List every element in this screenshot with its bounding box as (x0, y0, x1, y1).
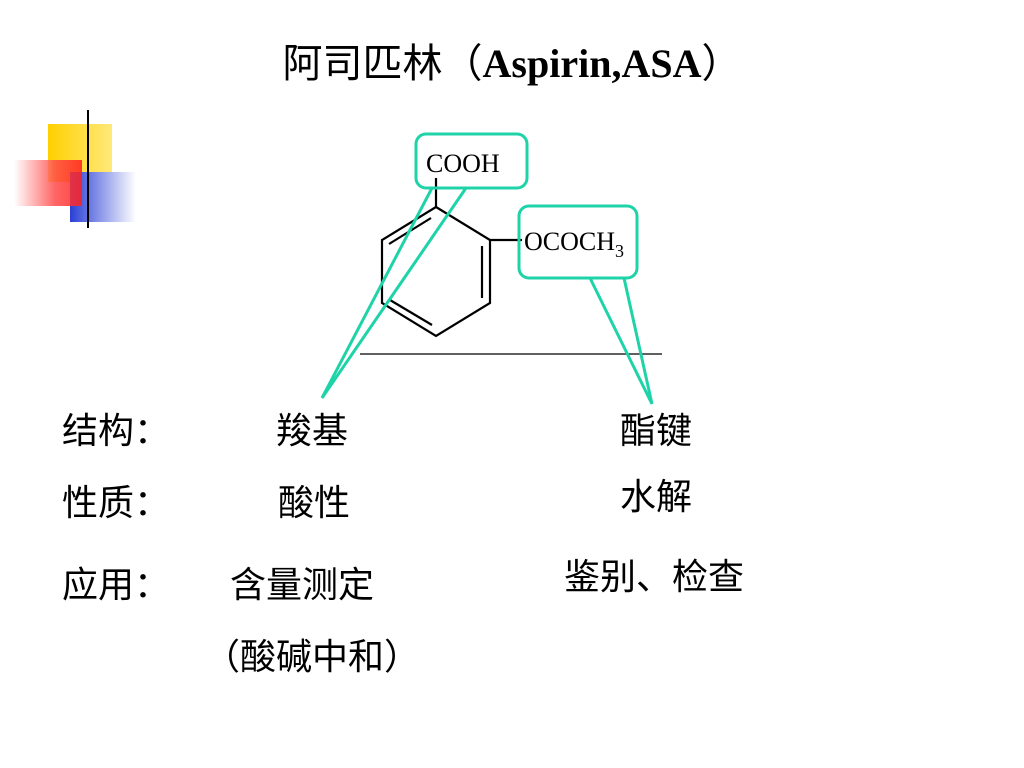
slide-title: 阿司匹林（Aspirin,ASA） (0, 36, 1024, 92)
ococh3-main: OCOCH (524, 227, 615, 256)
title-chinese: 阿司匹林（ (282, 41, 483, 87)
corner-decoration (14, 110, 960, 228)
property-label: 性质： (62, 483, 171, 524)
ester-bond-text: 酯键 (620, 411, 693, 452)
ococh3-subscript: 3 (615, 241, 624, 261)
acidity-text: 酸性 (278, 483, 351, 524)
structure-label: 结构： (62, 411, 171, 452)
identification-test-text: 鉴别、检查 (564, 557, 745, 598)
deco-red-square (14, 160, 82, 206)
assay-text: 含量测定 (230, 565, 375, 606)
carboxyl-group-text: 羧基 (276, 411, 349, 452)
title-english: Aspirin,ASA (482, 41, 702, 86)
benzene-ring (380, 178, 522, 338)
ococh3-label: OCOCH3 (524, 227, 624, 261)
title-close-paren: ） (701, 41, 742, 87)
carboxyl-highlight-box (414, 132, 529, 190)
acid-base-titration-text: （酸碱中和） (204, 637, 421, 678)
hydrolysis-text: 水解 (620, 477, 693, 518)
callout-lines (320, 187, 654, 405)
cooh-label: COOH (426, 149, 500, 178)
application-label: 应用： (62, 565, 171, 606)
ester-highlight-box (517, 204, 639, 280)
